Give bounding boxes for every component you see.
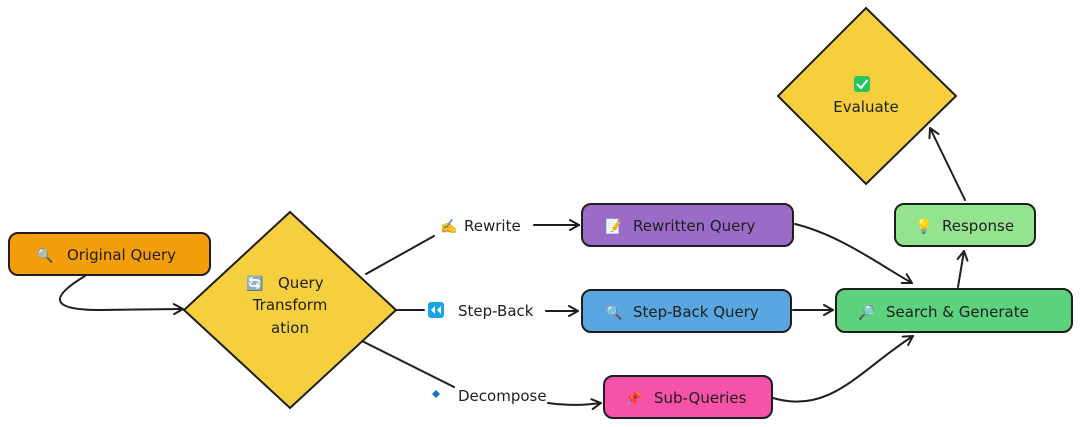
node-search-generate-label: Search & Generate [886, 303, 1029, 321]
node-step-back-query: 🔍 Step-Back Query [581, 289, 792, 333]
node-query-transformation: 🔄 Query Transform ation [182, 210, 398, 410]
node-step-back-query-box [581, 289, 792, 333]
edge-search-to-response [956, 250, 969, 288]
node-query-transformation-line-1: Query [278, 274, 324, 292]
edge-label-step-back-text: Step-Back [458, 302, 534, 320]
node-response-box [894, 203, 1036, 247]
node-response-label: Response [942, 217, 1014, 235]
magnifier-right-icon: 🔎 [858, 303, 876, 321]
magnifier-icon: 🔍 [605, 303, 622, 321]
magnifier-icon: 🔍 [36, 246, 53, 264]
edge-subqueries-to-search [772, 335, 914, 403]
node-evaluate: Evaluate [776, 6, 958, 186]
node-rewritten-query-box [581, 203, 794, 247]
node-search-generate: 🔎 Search & Generate [835, 288, 1073, 333]
writing-hand-icon: ✍️ [440, 218, 457, 235]
edge-rewritten-to-search [794, 223, 913, 284]
edge-transformation-decompose-segment [359, 339, 455, 388]
edge-label-decompose-text: Decompose [458, 387, 547, 405]
node-sub-queries-label: Sub-Queries [654, 389, 747, 407]
edge-response-to-evaluate [928, 127, 966, 201]
light-bulb-icon: 💡 [915, 218, 932, 235]
edge-label-decompose: Decompose [432, 387, 547, 405]
node-evaluate-diamond [776, 6, 958, 186]
node-query-transformation-line-3: ation [271, 319, 309, 337]
node-rewritten-query: 📝 Rewritten Query [581, 203, 794, 247]
diamond-icon [432, 390, 440, 398]
node-original-query-label: Original Query [67, 246, 176, 264]
rewind-icon [428, 302, 444, 318]
node-query-transformation-diamond [182, 210, 398, 410]
node-sub-queries: 📌 Sub-Queries [603, 375, 773, 419]
node-original-query-box [8, 232, 211, 276]
node-original-query: 🔍 Original Query [8, 232, 211, 276]
node-sub-queries-box [603, 375, 773, 419]
node-step-back-query-label: Step-Back Query [633, 303, 759, 321]
check-icon [854, 76, 870, 92]
node-rewritten-query-label: Rewritten Query [633, 217, 756, 235]
pushpin-icon: 📌 [625, 389, 643, 407]
node-response: 💡 Response [894, 203, 1036, 247]
node-query-transformation-line-2: Transform [252, 296, 328, 314]
edge-label-rewrite-text: Rewrite [464, 217, 521, 235]
edge-transformation-rewrite-segment [365, 235, 435, 275]
edge-label-rewrite: ✍️ Rewrite [440, 217, 521, 235]
edge-decompose-to-sub-queries [547, 398, 602, 411]
edge-original-to-transformation [59, 275, 184, 316]
node-evaluate-label: Evaluate [833, 98, 899, 116]
memo-icon: 📝 [605, 218, 622, 235]
node-search-generate-box [835, 288, 1073, 333]
edge-label-step-back: Step-Back [428, 302, 534, 320]
cycle-icon: 🔄 [246, 275, 263, 292]
